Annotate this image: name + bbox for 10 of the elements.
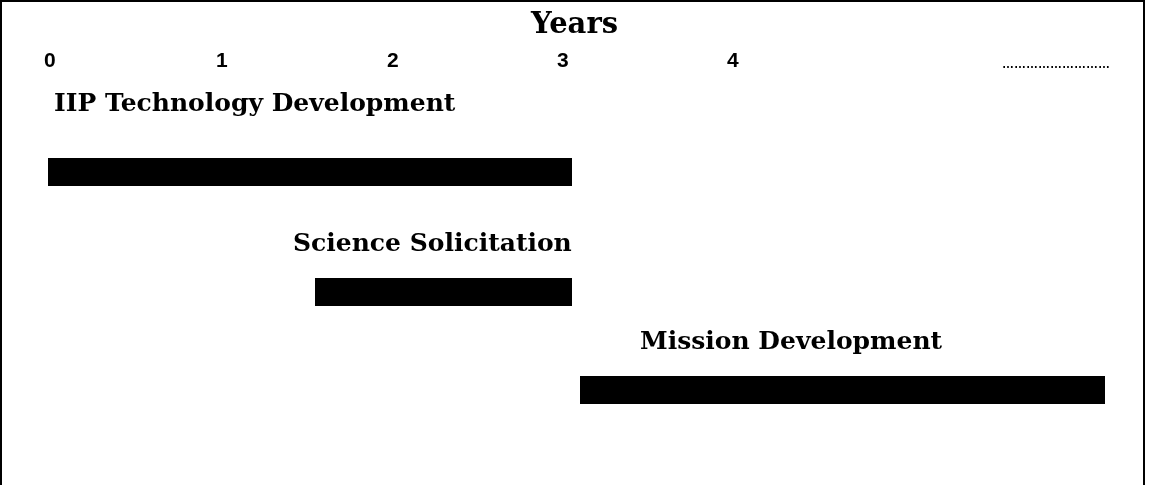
tick-label: 1: [216, 48, 228, 72]
bar-label: Science Solicitation: [293, 228, 572, 257]
bar-label: IIP Technology Development: [54, 88, 456, 117]
tick-label: 0: [44, 48, 56, 72]
tick-label: 2: [387, 48, 399, 72]
axis-title: Years: [529, 6, 619, 40]
bar-label: Mission Development: [640, 326, 943, 355]
tick-label: 3: [557, 48, 569, 72]
tick-label: ………………………: [1002, 57, 1110, 71]
tick-label: 4: [727, 48, 739, 72]
